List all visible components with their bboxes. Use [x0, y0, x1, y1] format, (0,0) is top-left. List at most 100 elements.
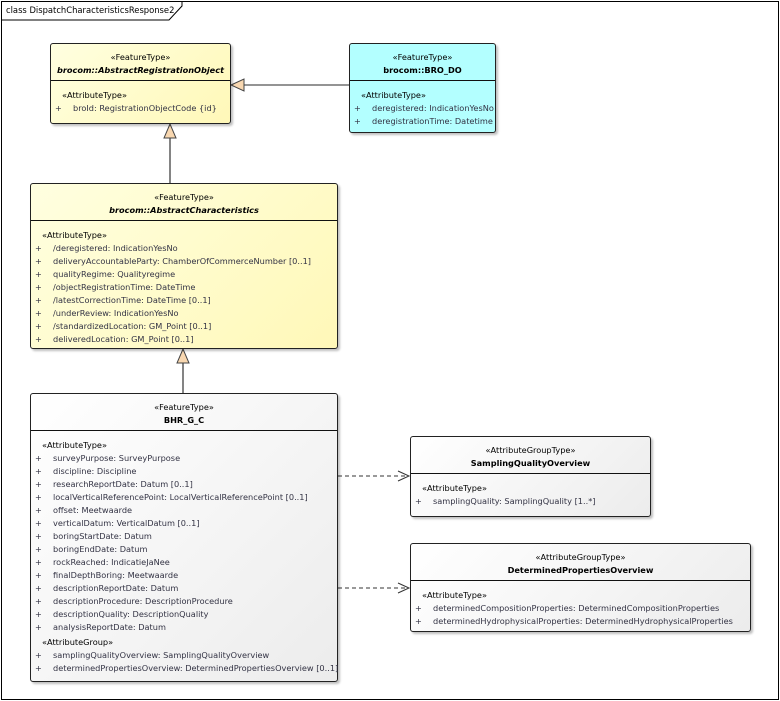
class-name: brocom::AbstractRegistrationObject	[57, 65, 224, 75]
class-stereotype: «AttributeGroupType»	[485, 445, 576, 455]
attribute-text: verticalDatum: VerticalDatum [0..1]	[53, 518, 200, 528]
visibility-public-icon: +	[35, 334, 42, 344]
attribute-row[interactable]: +deregistrationTime: Datetime	[350, 115, 495, 128]
class-attributes: «AttributeType»+broId: RegistrationObjec…	[51, 81, 230, 115]
visibility-public-icon: +	[35, 622, 42, 632]
attribute-row[interactable]: +descriptionQuality: DescriptionQuality	[31, 608, 337, 621]
class-stereotype: «FeatureType»	[154, 192, 214, 202]
attribute-text: /objectRegistrationTime: DateTime	[53, 282, 196, 292]
class-bro-do[interactable]: «FeatureType»brocom::BRO_DO«AttributeTyp…	[349, 43, 496, 133]
attribute-text: surveyPurpose: SurveyPurpose	[53, 453, 181, 463]
attribute-row[interactable]: +determinedCompositionProperties: Determ…	[411, 602, 750, 615]
visibility-public-icon: +	[35, 243, 42, 253]
attribute-row[interactable]: + /deregistered: IndicationYesNo	[31, 242, 337, 255]
class-header: «FeatureType»brocom::BRO_DO	[350, 44, 495, 81]
attribute-row[interactable]: +broId: RegistrationObjectCode {id}	[51, 102, 230, 115]
class-name: SamplingQualityOverview	[470, 458, 591, 468]
attribute-row[interactable]: + /underReview: IndicationYesNo	[31, 307, 337, 320]
attribute-row[interactable]: +determinedHydrophysicalProperties: Dete…	[411, 615, 750, 628]
attribute-text: deliveredLocation: GM_Point [0..1]	[53, 334, 194, 344]
attribute-text: deregistrationTime: Datetime	[372, 116, 493, 126]
attribute-row[interactable]: + verticalDatum: VerticalDatum [0..1]	[31, 517, 337, 530]
attribute-text: analysisReportDate: Datum	[53, 622, 166, 632]
generalization-brodo-to-aro[interactable]	[229, 78, 350, 92]
attribute-row[interactable]: +boringStartDate: Datum	[31, 530, 337, 543]
class-stereotype: «FeatureType»	[154, 402, 214, 412]
visibility-public-icon: +	[35, 650, 42, 660]
class-name: DeterminedPropertiesOverview	[507, 565, 654, 575]
attribute-section-label: «AttributeType»	[422, 590, 487, 600]
dependency-bhr-to-sqo[interactable]	[338, 470, 411, 482]
attribute-text: /underReview: IndicationYesNo	[53, 308, 179, 318]
attribute-row[interactable]: +descriptionProcedure: DescriptionProced…	[31, 595, 337, 608]
class-abstract-registration-object[interactable]: «FeatureType»brocom::AbstractRegistratio…	[50, 43, 231, 124]
attribute-text: determinedHydrophysicalProperties: Deter…	[433, 616, 733, 626]
class-bhr-g-c[interactable]: «FeatureType»BHR_G_C«AttributeType»+surv…	[30, 393, 338, 682]
generalization-bhr-to-ac[interactable]	[176, 347, 190, 393]
attribute-row[interactable]: + rockReached: IndicatieJaNee	[31, 556, 337, 569]
attribute-text: descriptionReportDate: Datum	[53, 583, 179, 593]
diagram-title: class DispatchCharacteristicsResponse2	[6, 5, 175, 15]
visibility-public-icon: +	[35, 492, 42, 502]
visibility-public-icon: +	[35, 256, 42, 266]
attribute-row[interactable]: +/objectRegistrationTime: DateTime	[31, 281, 337, 294]
class-stereotype: «AttributeGroupType»	[535, 552, 626, 562]
attribute-row[interactable]: +boringEndDate: Datum	[31, 543, 337, 556]
visibility-public-icon: +	[35, 596, 42, 606]
attribute-row[interactable]: +samplingQualityOverview: SamplingQualit…	[31, 649, 337, 662]
attribute-row[interactable]: +descriptionReportDate: Datum	[31, 582, 337, 595]
attribute-text: broId: RegistrationObjectCode {id}	[73, 103, 217, 113]
attribute-row[interactable]: +samplingQuality: SamplingQuality [1..*]	[411, 495, 650, 508]
class-stereotype: «FeatureType»	[392, 52, 453, 62]
class-attributes: «AttributeType»+/deregistered: Indicatio…	[31, 221, 337, 346]
attribute-row[interactable]: + localVerticalReferencePoint: LocalVerti…	[31, 491, 337, 504]
attribute-row[interactable]: +finalDepthBoring: Meetwaarde	[31, 569, 337, 582]
attribute-row[interactable]: +/latestCorrectionTime: DateTime [0..1]	[31, 294, 337, 307]
attribute-row[interactable]: +qualityRegime: Qualityregime	[31, 268, 337, 281]
attribute-section-label: «AttributeType»	[422, 483, 487, 493]
class-determined-properties-overview[interactable]: «AttributeGroupType» DeterminedProperties…	[410, 543, 751, 632]
attribute-row[interactable]: + analysisReportDate: Datum	[31, 621, 337, 634]
visibility-public-icon: +	[35, 557, 42, 567]
attribute-text: /standardizedLocation: GM_Point [0..1]	[53, 321, 212, 331]
class-name: brocom::AbstractCharacteristics	[109, 205, 259, 215]
attribute-section-label: «AttributeGroup»	[42, 637, 114, 647]
attribute-row[interactable]: + deliveredLocation: GM_Point [0..1]	[31, 333, 337, 346]
attribute-row[interactable]: +offset: Meetwaarde	[31, 504, 337, 517]
class-stereotype: «FeatureType»	[110, 52, 171, 62]
class-sampling-quality-overview[interactable]: «AttributeGroupType» SamplingQualityOverv…	[410, 436, 651, 517]
attribute-text: localVerticalReferencePoint: LocalVertic…	[53, 492, 308, 502]
attribute-text: deregistered: IndicationYesNo	[372, 103, 494, 113]
visibility-public-icon: +	[35, 570, 42, 580]
attribute-row[interactable]: +/standardizedLocation: GM_Point [0..1]	[31, 320, 337, 333]
attribute-text: deliveryAccountableParty: ChamberOfComme…	[53, 256, 312, 266]
attribute-section-label: «AttributeType»	[42, 440, 107, 450]
attribute-text: /deregistered: IndicationYesNo	[53, 243, 178, 253]
class-attributes: «AttributeType» +samplingQuality: Samplin…	[411, 474, 650, 508]
generalization-ac-to-aro[interactable]	[163, 122, 177, 183]
class-header: «AttributeGroupType» DeterminedProperties…	[411, 544, 750, 581]
class-abstract-characteristics[interactable]: «FeatureType»brocom::AbstractCharacteris…	[30, 183, 338, 349]
visibility-public-icon: +	[35, 466, 42, 476]
class-header: «FeatureType»brocom::AbstractCharacteris…	[31, 184, 337, 221]
attribute-row[interactable]: +surveyPurpose: SurveyPurpose	[31, 452, 337, 465]
visibility-public-icon: +	[35, 308, 42, 318]
attribute-row[interactable]: + deliveryAccountableParty: ChamberOfComm…	[31, 255, 337, 268]
attribute-text: discipline: Discipline	[53, 466, 137, 476]
visibility-public-icon: +	[35, 518, 42, 528]
attribute-text: offset: Meetwaarde	[53, 505, 133, 515]
class-name: BHR_G_C	[163, 415, 205, 425]
attribute-row[interactable]: +determinedPropertiesOverview: Determine…	[31, 662, 339, 675]
attribute-row[interactable]: + discipline: Discipline	[31, 465, 337, 478]
attribute-section-label: «AttributeType»	[361, 90, 426, 100]
attribute-text: determinedPropertiesOverview: Determined…	[53, 663, 339, 673]
attribute-text: samplingQuality: SamplingQuality [1..*]	[433, 496, 596, 506]
attribute-text: descriptionQuality: DescriptionQuality	[53, 609, 209, 619]
class-name: brocom::BRO_DO	[383, 65, 462, 75]
attribute-text: rockReached: IndicatieJaNee	[53, 557, 170, 567]
attribute-row[interactable]: +deregistered: IndicationYesNo	[350, 102, 495, 115]
attribute-row[interactable]: +researchReportDate: Datum [0..1]	[31, 478, 337, 491]
dependency-bhr-to-dpo[interactable]	[338, 582, 411, 594]
